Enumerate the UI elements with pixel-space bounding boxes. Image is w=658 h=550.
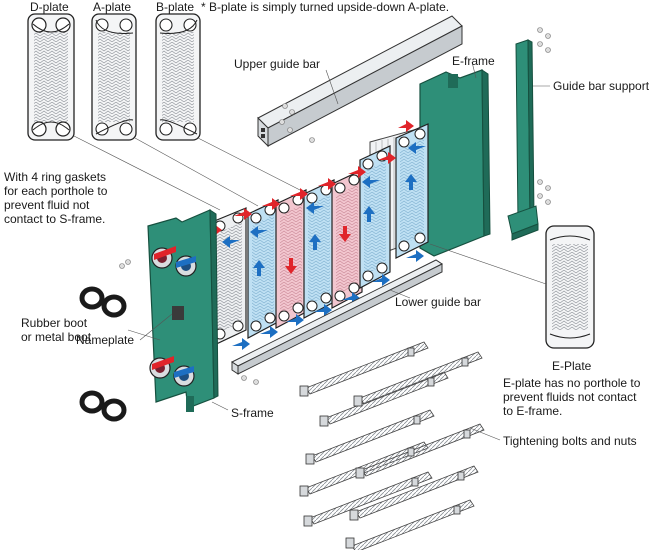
s-frame xyxy=(147,209,219,412)
bolt-small xyxy=(119,259,131,269)
a-plate-label: A-plate xyxy=(93,0,132,14)
plate-7-blue xyxy=(395,123,429,259)
lower-guide-bar xyxy=(231,259,443,385)
plate-stack xyxy=(204,120,429,350)
d-plate xyxy=(27,13,75,141)
ring-gaskets-note: With 4 ring gaskets for each porthole to… xyxy=(4,170,108,226)
b-plate-label: B-plate xyxy=(156,0,195,14)
e-plate-label: E-Plate xyxy=(552,359,592,373)
nameplate-label: Nameplate xyxy=(76,333,135,347)
s-frame-label: S-frame xyxy=(231,406,274,420)
upper-guide-bar-label: Upper guide bar xyxy=(234,57,321,71)
plate-leader-lines xyxy=(73,135,301,211)
e-frame xyxy=(419,61,491,257)
plate-6-blue xyxy=(359,145,391,289)
e-plate-note: E-plate has no porthole to prevent fluid… xyxy=(503,376,641,418)
rubber-boots xyxy=(79,286,127,422)
upper-guide-bar xyxy=(257,15,463,148)
plate-1-gray xyxy=(211,207,247,347)
d-plate-label: D-plate xyxy=(30,0,69,14)
plate-2-blue xyxy=(247,199,279,339)
guide-bar-support-label: Guide bar support xyxy=(553,79,650,93)
left-leader-lines xyxy=(127,313,229,411)
plate-4-blue xyxy=(303,179,335,319)
nameplate-plate xyxy=(172,306,184,320)
lower-guide-bar-label: Lower guide bar xyxy=(395,295,482,309)
guide-bar-support xyxy=(507,27,551,241)
rubber-boot-label: Rubber boot or metal boot xyxy=(21,316,92,344)
tightening-bolts-label: Tightening bolts and nuts xyxy=(503,434,637,448)
e-plate xyxy=(429,225,595,349)
tightening-bolts xyxy=(299,341,501,550)
plate-5-pink xyxy=(331,169,363,309)
e-frame-label: E-frame xyxy=(452,54,495,68)
a-plate xyxy=(91,13,137,141)
hot-flow-arrows xyxy=(204,120,414,274)
b-plate-note: * B-plate is simply turned upside-down A… xyxy=(201,0,450,14)
b-plate xyxy=(155,13,201,141)
